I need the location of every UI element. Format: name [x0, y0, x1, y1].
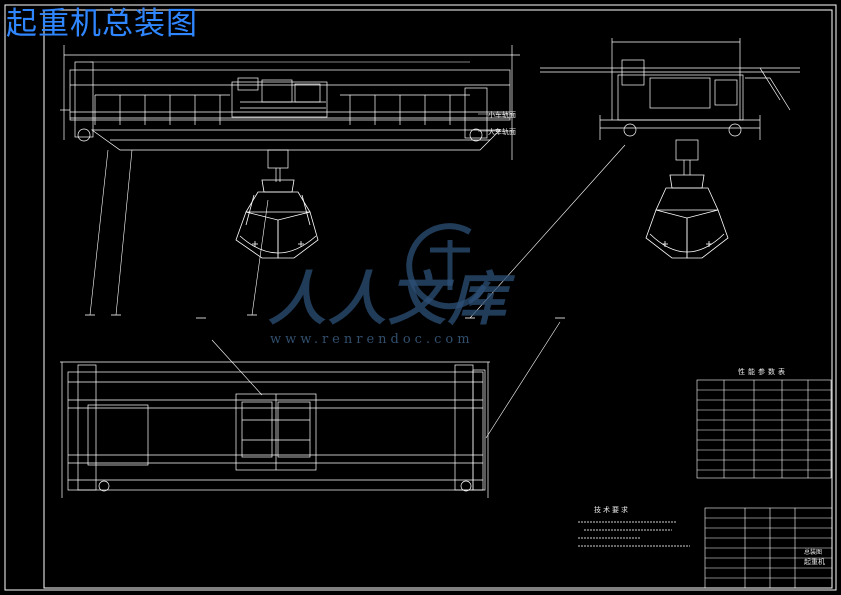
- label-trolley-rail: 小车轨面: [488, 110, 516, 119]
- tech-requirements-lines: [578, 521, 690, 547]
- plan-view: [60, 361, 490, 498]
- parameter-table: [696, 379, 832, 479]
- front-elevation: [60, 45, 520, 182]
- grab-bucket-side: [645, 174, 729, 259]
- drawing-frame: [43, 9, 833, 589]
- label-crane-rail: 大车轨面: [488, 127, 516, 136]
- title-block: [704, 507, 833, 589]
- leader-lines: [89, 144, 626, 439]
- side-elevation: [540, 38, 800, 175]
- parameter-table-title: 性能参数表: [738, 367, 788, 376]
- page-title: 起重机总装图: [6, 6, 198, 42]
- tech-requirements-title: 技术要求: [594, 505, 630, 514]
- grab-bucket-front: [235, 179, 319, 259]
- leader-ticks: [85, 314, 565, 319]
- title-block-drawing-no: 总装图: [804, 548, 822, 556]
- watermark-logo: [406, 223, 487, 310]
- watermark-url: www.renrendoc.com: [270, 332, 474, 347]
- title-block-name: 起重机: [804, 557, 825, 566]
- watermark-chinese: 人人文库: [268, 265, 509, 333]
- sheet-border: [4, 4, 837, 591]
